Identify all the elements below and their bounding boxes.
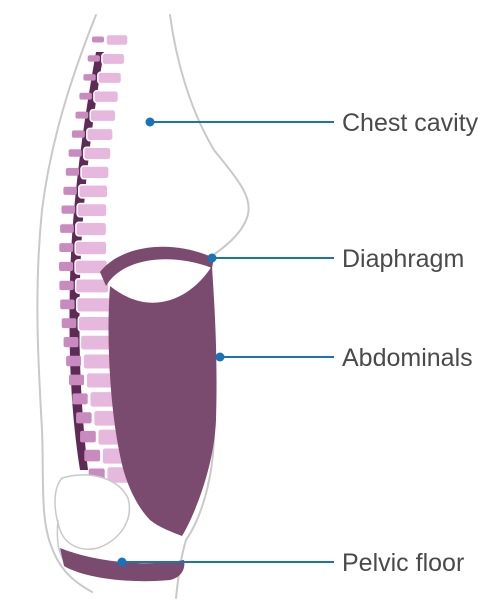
vertebra-process: [72, 393, 87, 404]
vertebra-process: [76, 412, 92, 423]
vertebra-process: [64, 337, 79, 347]
vertebra-process: [72, 130, 85, 137]
vertebra: [102, 53, 125, 64]
vertebra: [75, 241, 107, 255]
vertebra: [77, 204, 107, 217]
vertebra: [87, 128, 113, 140]
vertebra: [106, 35, 128, 46]
vertebra: [81, 166, 109, 179]
vertebra: [76, 222, 107, 236]
vertebra-process: [59, 243, 73, 252]
vertebra-process: [59, 262, 73, 271]
vertebra-process: [62, 206, 76, 214]
vertebra: [98, 72, 122, 84]
vertebra: [78, 316, 113, 331]
vertebra-process: [92, 37, 104, 43]
vertebra: [79, 185, 108, 198]
label-diaphragm: Diaphragm: [342, 245, 464, 273]
vertebra-process: [88, 55, 100, 61]
vertebra: [84, 147, 111, 160]
pelvic-floor-dot: [118, 558, 127, 567]
vertebra-process: [66, 168, 79, 176]
vertebra-process: [76, 112, 89, 119]
vertebra: [90, 110, 116, 122]
vertebra-process: [62, 318, 77, 328]
vertebra-process: [69, 375, 84, 386]
vertebra-process: [83, 74, 95, 81]
label-pelvic-floor: Pelvic floor: [342, 549, 464, 577]
diaphragm-muscle: [100, 247, 214, 286]
vertebra-process: [66, 356, 81, 366]
vertebra-process: [63, 187, 76, 195]
vertebra-process: [60, 224, 74, 233]
abdominals-dot: [216, 353, 225, 362]
vertebra-process: [69, 149, 82, 157]
label-chest-cavity: Chest cavity: [342, 109, 479, 137]
vertebra: [94, 91, 119, 103]
vertebra-process: [84, 450, 100, 462]
vertebra-process: [59, 281, 73, 290]
vertebra: [77, 298, 111, 313]
vertebra-process: [79, 93, 92, 100]
chest-cavity-dot: [146, 118, 155, 127]
vertebra-process: [80, 431, 96, 443]
diaphragm-dot: [208, 254, 217, 263]
label-abdominals: Abdominals: [342, 344, 473, 372]
vertebra-process: [60, 300, 74, 310]
